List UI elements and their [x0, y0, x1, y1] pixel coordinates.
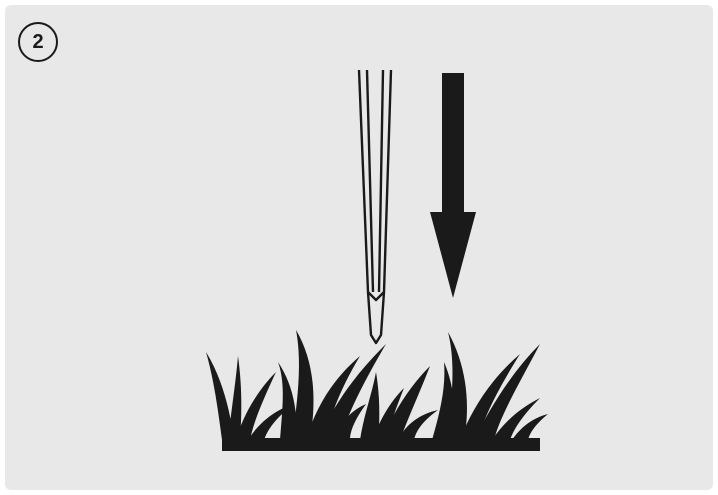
- tweezers-icon: [359, 70, 391, 343]
- down-arrow-icon: [430, 73, 476, 298]
- grass-icon: [206, 330, 548, 451]
